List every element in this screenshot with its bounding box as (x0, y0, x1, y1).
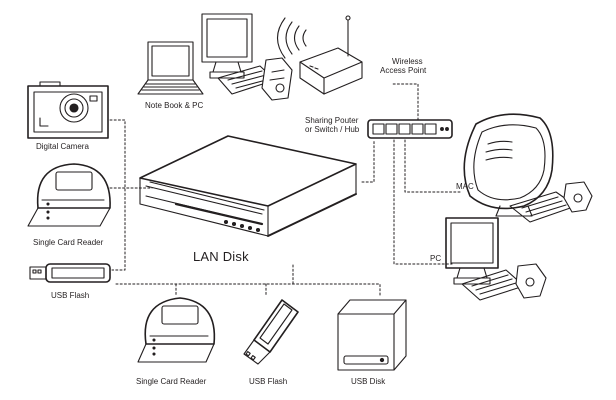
label-single-card-reader-bottom: Single Card Reader (136, 377, 207, 386)
usb-flash-left-icon (29, 263, 111, 283)
label-router-line1: Sharing Pouter (305, 116, 359, 125)
digital-camera-icon (27, 81, 109, 139)
label-lan-disk: LAN Disk (193, 249, 249, 264)
usb-flash-bottom-icon (243, 299, 299, 365)
label-usb-flash-bottom: USB Flash (249, 377, 288, 386)
label-mac: MAC (456, 182, 474, 191)
mac-computer-icon (463, 113, 593, 223)
usb-disk-icon (337, 299, 407, 371)
lan-disk-icon (139, 135, 357, 237)
notebook-icon (137, 41, 204, 95)
label-usb-flash-left: USB Flash (51, 291, 90, 300)
label-pc: PC (430, 254, 442, 263)
connection-lines (109, 83, 463, 297)
label-usb-disk: USB Disk (351, 377, 386, 386)
label-single-card-reader-left: Single Card Reader (33, 238, 104, 247)
label-wireless-ap-line1: Wireless (392, 57, 423, 66)
card-reader-left-icon (27, 163, 111, 227)
label-wireless-ap-line2: Access Point (380, 66, 427, 75)
label-router: Sharing Pouter or Switch / Hub (305, 116, 359, 134)
label-notebook-pc: Note Book & PC (145, 101, 204, 110)
label-wireless-ap: Wireless Access Point (380, 57, 426, 75)
wireless-access-point-icon (276, 15, 363, 95)
desktop-pc-icon (201, 13, 293, 101)
label-digital-camera: Digital Camera (36, 142, 89, 151)
label-router-line2: or Switch / Hub (305, 125, 360, 134)
router-switch-icon (367, 119, 453, 139)
card-reader-bottom-icon (137, 297, 216, 363)
pc-right-icon (445, 217, 547, 301)
